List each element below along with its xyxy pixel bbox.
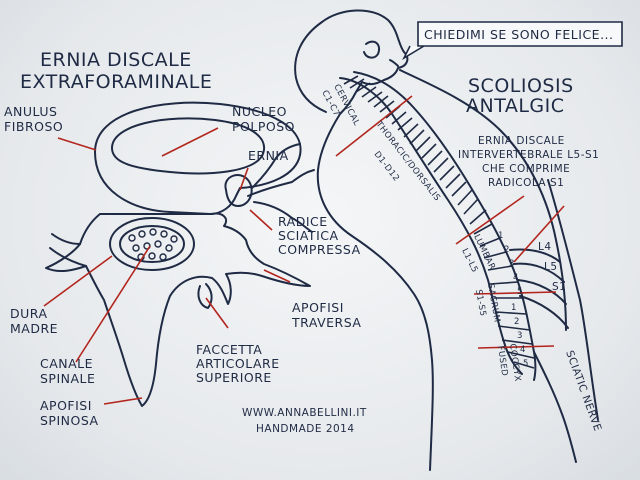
label-l4: L4 (538, 241, 552, 253)
pointer-cervical (335, 95, 413, 157)
label-faccetta-2: ARTICOLARE (196, 356, 280, 371)
label-radice-1: RADICE (278, 214, 328, 229)
title-right-line1: SCOLIOSIS (468, 75, 574, 97)
pointer-ernia (239, 167, 249, 191)
label-s1-s5: S1-S5 (473, 289, 488, 318)
label-l5: L5 (544, 261, 558, 273)
label-dura-1: DURA (10, 306, 48, 321)
label-faccetta-3: SUPERIORE (196, 370, 272, 385)
lumbar-nerves (509, 248, 569, 329)
label-nucleo-1: NUCLEO (232, 104, 287, 119)
vertebra-ticks (343, 75, 535, 369)
label-faccetta-1: FACCETTA (196, 342, 262, 357)
lumbar-number: 4 (513, 273, 519, 283)
pointer-apofisi-traversa (263, 269, 291, 283)
body-outline (316, 9, 434, 471)
label-sciatic-nerve: SCIATIC NERVE (563, 349, 603, 433)
label-anulus-1: ANULUS (4, 104, 57, 119)
nucleus-outline (111, 117, 265, 175)
speech-bubble: CHIEDIMI SE SONO FELICE... (402, 21, 623, 61)
spine-front (339, 77, 523, 375)
label-spinosa-2: SPINOSA (40, 413, 99, 428)
nerve-root (247, 143, 315, 233)
credit-url: WWW.ANNABELLINI.IT (242, 407, 367, 419)
pointer-nucleo (161, 127, 219, 157)
lumbar-number: 2 (504, 245, 510, 255)
hernia-bulb (224, 174, 253, 207)
dura-madre (119, 225, 185, 263)
label-ernia-right-4: RADICOLA S1 (488, 177, 564, 189)
label-ernia-right-3: CHE COMPRIME (482, 163, 570, 175)
sacral-number: 5 (523, 359, 529, 369)
vertebra-drawing (45, 101, 315, 407)
pointer-dura (43, 255, 113, 307)
label-canale-1: CANALE (40, 356, 93, 371)
left-transverse (49, 233, 87, 267)
sacral-number: 2 (514, 317, 520, 327)
label-dura-2: MADRE (10, 321, 58, 336)
speech-text: CHIEDIMI SE SONO FELICE... (424, 27, 614, 42)
label-fused: FUSED (495, 345, 509, 377)
lumbar-number: 1 (498, 231, 504, 241)
mouth (389, 59, 399, 67)
facet-outline (197, 283, 213, 309)
speech-bubble-shape (402, 21, 623, 61)
sciatic-nerve (533, 351, 577, 463)
pointer-ernia-discale (513, 205, 565, 263)
title-right-line2: ANTALGIC (466, 95, 565, 117)
disc-outline (94, 101, 302, 215)
label-radice-3: COMPRESSA (278, 242, 361, 257)
ear (363, 40, 380, 59)
pointer-anulus (57, 137, 97, 151)
sacral-number: 3 (517, 331, 523, 341)
label-ernia: ERNIA (248, 148, 289, 163)
label-nucleo-2: POLPOSO (232, 119, 295, 134)
label-canale-2: SPINALE (40, 371, 95, 386)
sacral-number: 1 (511, 303, 517, 313)
title-left-line2: EXTRAFORAMINALE (20, 71, 212, 93)
pointer-radice (249, 209, 273, 231)
face-profile (294, 21, 327, 113)
pointer-lumbar-sacrum (473, 291, 557, 295)
pointer-sacrum-coccyx (477, 345, 555, 349)
label-sacrum: SACRUM (485, 283, 502, 324)
spine-back (353, 71, 537, 381)
sacral-number: 4 (520, 345, 526, 355)
lumbar-number: 5 (517, 287, 523, 297)
label-spinosa-1: APOFISI (40, 398, 92, 413)
credit-handmade: HANDMADE 2014 (256, 423, 355, 435)
pointer-faccetta (205, 297, 229, 329)
lumbar-number: 3 (509, 259, 515, 269)
label-traversa-2: TRAVERSA (291, 315, 361, 330)
pointer-thoracic (455, 195, 525, 245)
label-ernia-right-2: INTERVERTEBRALE L5-S1 (458, 149, 599, 161)
nerve-fibres (128, 228, 178, 261)
label-traversa-1: APOFISI (292, 300, 344, 315)
label-ernia-right-1: ERNIA DISCALE (478, 135, 565, 147)
pointer-canale (75, 245, 151, 363)
right-leg (547, 179, 599, 421)
label-anulus-2: FIBROSO (4, 119, 63, 134)
right-pointers (335, 95, 565, 349)
label-s1: S1 (552, 281, 566, 293)
label-radice-2: SCIATICA (278, 228, 339, 243)
left-pointers (43, 127, 291, 405)
figure-drawing (294, 9, 599, 471)
spinal-canal (109, 217, 195, 271)
title-left-line1: ERNIA DISCALE (40, 49, 192, 71)
pointer-spinosa (103, 397, 143, 405)
